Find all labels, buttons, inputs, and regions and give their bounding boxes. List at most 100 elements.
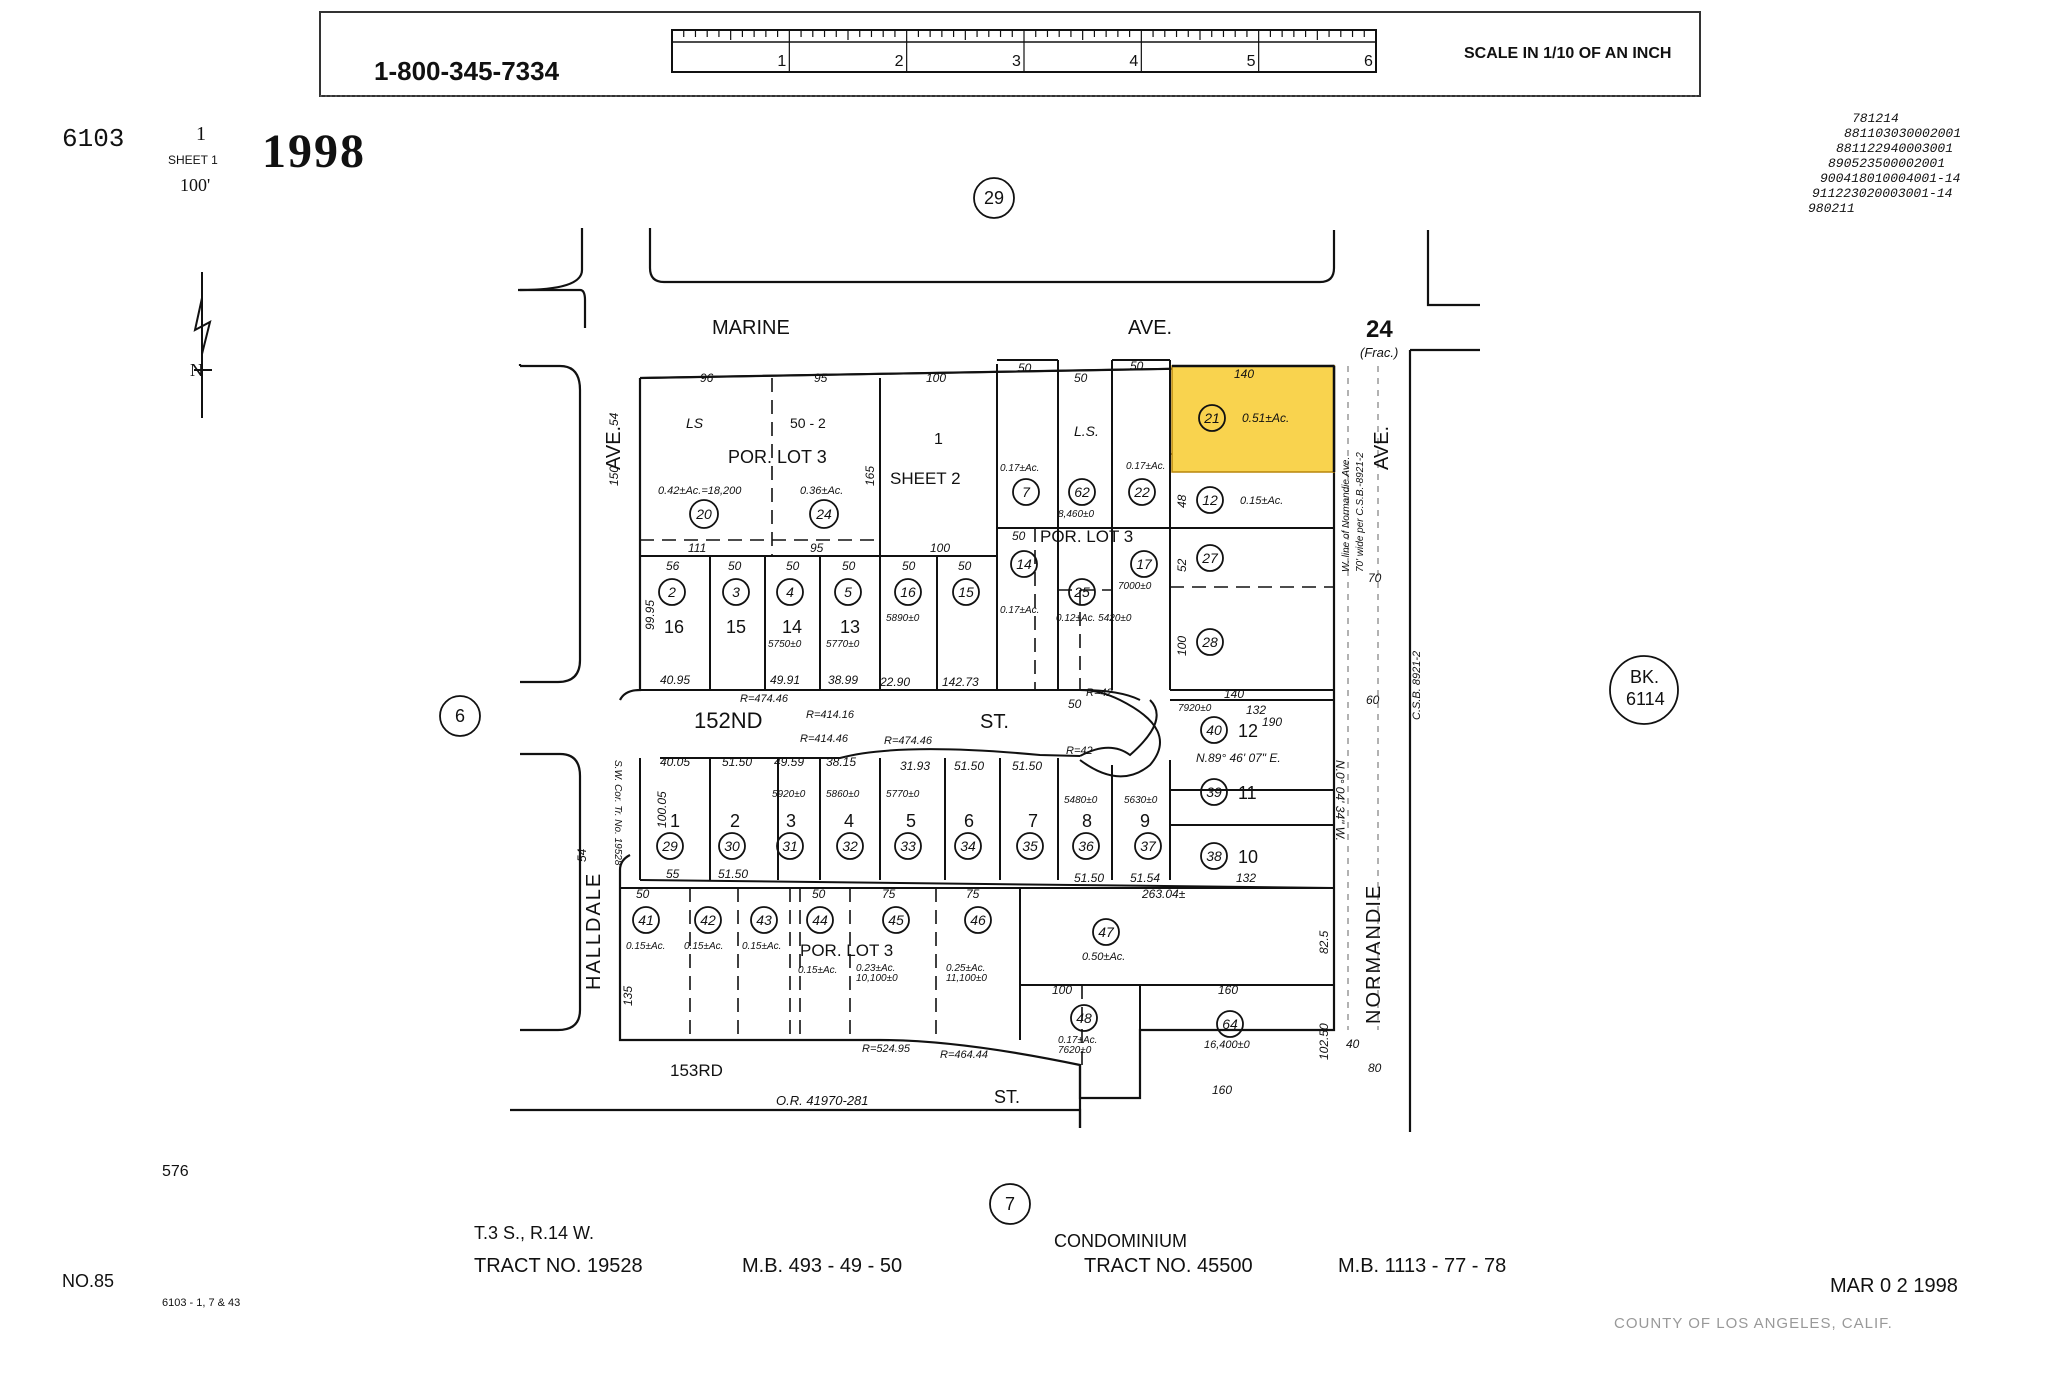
parcel-31-label: 31 (782, 838, 798, 854)
parcel-64[interactable]: 64 (1216, 1010, 1244, 1038)
parcel-17[interactable]: 17 (1130, 550, 1158, 578)
lot-12: 12 (1238, 721, 1259, 741)
parcel-25[interactable]: 25 (1068, 578, 1096, 606)
parcel-36-circle (1072, 832, 1100, 860)
parcel-15[interactable]: 15 (952, 578, 980, 606)
parcel-24[interactable]: 24 (809, 499, 839, 529)
parcel-21[interactable]: 21 (1198, 404, 1226, 432)
scale-tick-label: 6 (1364, 53, 1373, 70)
parcel-12-label: 12 (1202, 492, 1218, 508)
parcel-7-label: 7 (1022, 484, 1031, 500)
adjacent-map-7[interactable]: 7 (989, 1183, 1031, 1225)
parcel-28[interactable]: 28 (1196, 628, 1224, 656)
parcel-34[interactable]: 34 (954, 832, 982, 860)
parcel-28-label: 28 (1201, 634, 1218, 650)
parcel-14[interactable]: 14 (1010, 550, 1038, 578)
parcel-22[interactable]: 22 (1128, 478, 1156, 506)
parcel-64-label: 64 (1222, 1016, 1238, 1032)
revision-list: 781214 881103030002001 881122940003001 8… (1808, 111, 1962, 216)
scale-tick-label: 3 (1012, 53, 1021, 70)
parcel-24-label: 24 (815, 506, 832, 522)
parcel-35[interactable]: 35 (1016, 832, 1044, 860)
parcel-37[interactable]: 37 (1134, 832, 1162, 860)
parcel-44[interactable]: 44 (806, 906, 834, 934)
dim: 150 (607, 465, 621, 486)
parcel-30[interactable]: 30 (718, 832, 746, 860)
parcel-32-label: 32 (842, 838, 858, 854)
reference-pages: 6103 - 1, 7 & 43 (162, 1297, 241, 1309)
ls-label-b: L.S. (1074, 423, 1099, 439)
area-44: 0.15±Ac. (798, 965, 838, 976)
dim: 54 (607, 412, 621, 426)
parcel-20[interactable]: 20 (689, 499, 719, 529)
parcel-47[interactable]: 47 (1092, 918, 1120, 946)
parcel-4[interactable]: 4 (776, 578, 804, 606)
parcel-7-circle (1012, 478, 1040, 506)
adjacent-map-29[interactable]: 29 (973, 177, 1015, 219)
frac-number: 24 (1366, 316, 1393, 343)
dim: R=464.44 (940, 1049, 989, 1061)
lot-10: 10 (1238, 847, 1259, 867)
parcel-62-label: 62 (1074, 484, 1090, 500)
parcel-2[interactable]: 2 (658, 578, 686, 606)
parcel-16[interactable]: 16 (894, 578, 922, 606)
lot-8: 8 (1082, 811, 1093, 831)
parcel-48[interactable]: 48 (1070, 1004, 1098, 1032)
dim: 135 (621, 985, 635, 1006)
dim: R=524.95 (862, 1043, 911, 1055)
lot-16: 16 (664, 617, 685, 637)
parcel-42[interactable]: 42 (694, 906, 722, 934)
county-stamp: COUNTY OF LOS ANGELES, CALIF. (1614, 1315, 1893, 1332)
parcel-38-circle (1200, 842, 1228, 870)
dim: 50 (636, 887, 650, 901)
lot-3: 3 (786, 811, 797, 831)
parcel-40[interactable]: 40 (1200, 716, 1228, 744)
parcel-46[interactable]: 46 (964, 906, 992, 934)
dim: 142.73 (942, 675, 979, 689)
parcel-45[interactable]: 45 (882, 906, 910, 934)
parcel-39[interactable]: 39 (1200, 778, 1228, 806)
parcel-41[interactable]: 41 (632, 906, 660, 934)
parcel-31[interactable]: 31 (776, 832, 804, 860)
parcel-41-label: 41 (638, 912, 654, 928)
dim: 50 (902, 559, 916, 573)
lot-14: 14 (782, 617, 803, 637)
parcel-38[interactable]: 38 (1200, 842, 1228, 870)
parcel-3[interactable]: 3 (722, 578, 750, 606)
lot-15: 15 (726, 617, 747, 637)
parcel-33[interactable]: 33 (894, 832, 922, 860)
parcel-32[interactable]: 32 (836, 832, 864, 860)
area-22: 0.17±Ac. (1126, 461, 1166, 472)
parcel-48-circle (1070, 1004, 1098, 1032)
adjacent-map-6[interactable]: 6 (439, 695, 481, 737)
parcel-3-label: 3 (732, 584, 740, 600)
dim: 22.90 (880, 675, 911, 689)
dim: 99.95 (643, 599, 657, 630)
adjacent-map-29-label: 29 (984, 188, 1004, 208)
dim: 100 (1175, 635, 1189, 656)
parcel-12[interactable]: 12 (1196, 486, 1224, 514)
parcel-5[interactable]: 5 (834, 578, 862, 606)
frac-label: (Frac.) (1360, 345, 1399, 360)
area-48: 0.17±Ac. 7620±0 (1058, 1035, 1098, 1056)
dim: 140 (1224, 687, 1245, 701)
sheet-2-number: 1 (934, 431, 943, 448)
dim: 51.50 (954, 759, 985, 773)
area-36: 5480±0 (1064, 795, 1098, 806)
dim: 190 (1262, 715, 1283, 729)
dim: 50 (842, 559, 856, 573)
area-33: 5770±0 (886, 789, 920, 800)
parcel-62[interactable]: 62 (1068, 478, 1096, 506)
lot-11: 11 (1238, 783, 1257, 803)
parcel-7[interactable]: 7 (1012, 478, 1040, 506)
adjacent-book-6114-circle[interactable] (1609, 655, 1679, 725)
dim: 52 (1175, 558, 1189, 572)
parcel-33-label: 33 (900, 838, 916, 854)
parcel-36[interactable]: 36 (1072, 832, 1100, 860)
street-153rd-suffix: ST. (994, 1087, 1021, 1107)
parcel-27[interactable]: 27 (1196, 544, 1224, 572)
parcel-29[interactable]: 29 (656, 832, 684, 860)
area-42: 0.15±Ac. (684, 941, 724, 952)
parcel-43[interactable]: 43 (750, 906, 778, 934)
parcel-45-label: 45 (888, 912, 904, 928)
